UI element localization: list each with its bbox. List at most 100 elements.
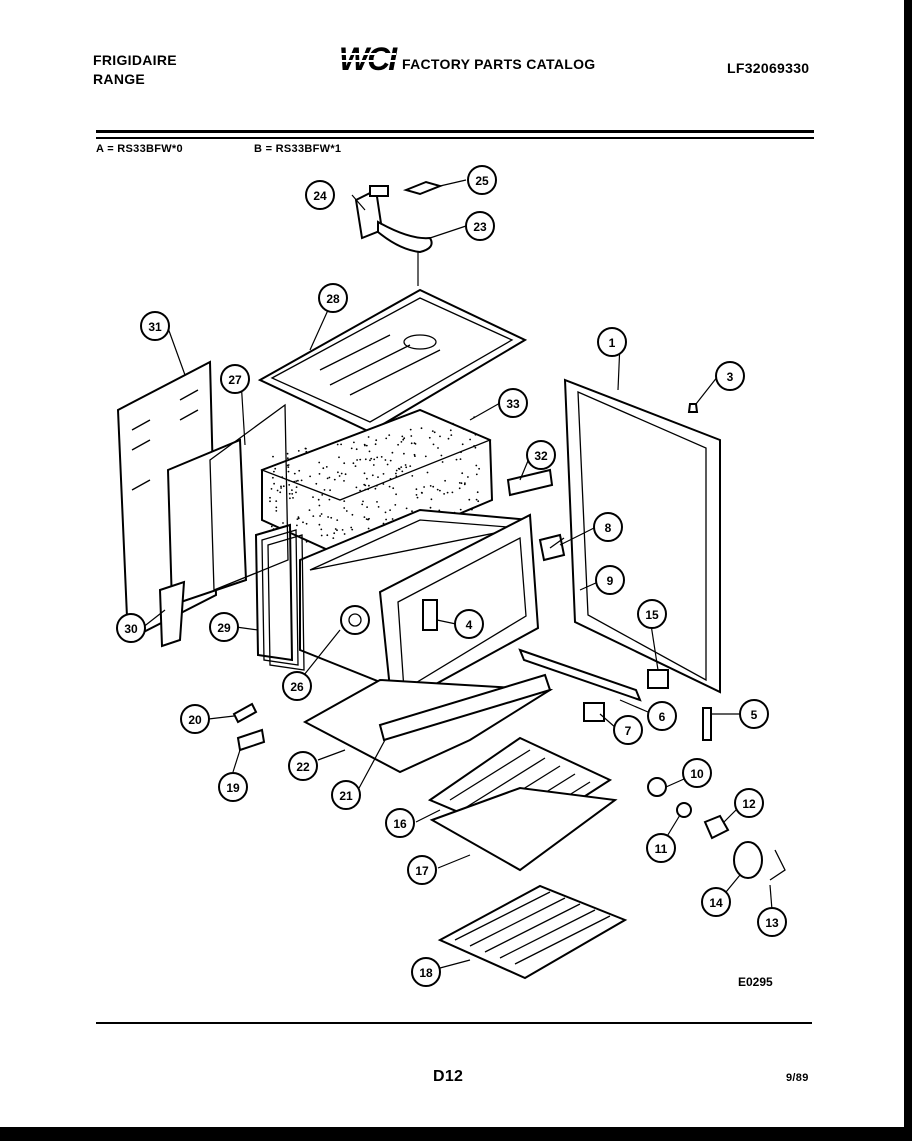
insulation-speck	[385, 437, 388, 440]
insulation-speck	[343, 507, 346, 509]
insulation-speck	[376, 456, 379, 459]
insulation-speck	[318, 473, 321, 475]
wci-logo-text: WCI	[339, 42, 398, 76]
insulation-speck	[395, 493, 397, 496]
insulation-speck	[363, 472, 366, 475]
callout-15: 15	[637, 599, 667, 629]
insulation-speck	[423, 486, 425, 488]
insulation-speck	[459, 508, 462, 511]
insulation-speck	[273, 470, 275, 473]
insulation-speck	[377, 506, 380, 508]
insulation-speck	[430, 498, 433, 501]
exploded-parts-diagram: 1345678910111213141516171819202122232425…	[116, 165, 787, 989]
insulation-speck	[461, 443, 464, 446]
scan-border-bottom	[0, 1127, 912, 1141]
insulation-speck	[319, 515, 321, 517]
insulation-speck	[297, 450, 300, 452]
brand-line2: RANGE	[93, 71, 146, 87]
insulation-speck	[282, 485, 285, 488]
insulation-speck	[282, 522, 284, 524]
brand-line1: FRIGIDAIRE	[93, 52, 177, 68]
callout-24: 24	[305, 180, 335, 210]
insulation-speck	[366, 506, 368, 508]
callout-31: 31	[140, 311, 170, 341]
insulation-speck	[473, 445, 475, 447]
insulation-speck	[415, 488, 418, 491]
insulation-speck	[402, 438, 405, 441]
insulation-speck	[305, 522, 308, 525]
insulation-speck	[359, 489, 361, 492]
callout-circle	[318, 283, 348, 313]
callout-circle	[454, 609, 484, 639]
insulation-speck	[295, 480, 298, 482]
diagram-code: E0295	[738, 975, 773, 989]
insulation-speck	[366, 477, 368, 480]
insulation-speck	[309, 475, 311, 478]
insulation-speck	[367, 436, 370, 438]
insulation-speck	[280, 487, 282, 489]
callout-number: 26	[290, 680, 304, 694]
insulation-speck	[300, 479, 303, 482]
callout-number: 32	[534, 449, 548, 463]
insulation-speck	[275, 506, 278, 509]
callout-circle	[411, 957, 441, 987]
callout-circle	[595, 565, 625, 595]
insulation-speck	[469, 438, 471, 441]
catalog-number: LF32069330	[727, 60, 810, 76]
insulation-speck	[397, 467, 400, 470]
insulation-speck	[321, 494, 324, 496]
insulation-speck	[403, 452, 405, 455]
callout-number: 23	[473, 220, 487, 234]
callout-circle	[739, 699, 769, 729]
insulation-speck	[320, 528, 323, 531]
insulation-speck	[460, 482, 463, 485]
insulation-speck	[359, 458, 362, 461]
callout-10: 10	[682, 758, 712, 788]
callout-number: 20	[188, 713, 202, 727]
insulation-speck	[368, 517, 370, 520]
insulation-speck	[389, 459, 392, 462]
callout-19: 19	[218, 772, 248, 802]
drawer-bottom-part	[302, 673, 554, 774]
insulation-speck	[318, 504, 321, 507]
insulation-speck	[269, 500, 271, 503]
spring-part	[402, 180, 444, 196]
insulation-speck	[270, 488, 273, 490]
insulation-speck	[474, 433, 477, 436]
insulation-speck	[415, 494, 418, 496]
callout-number: 9	[607, 574, 614, 588]
insulation-speck	[467, 476, 469, 478]
insulation-speck	[367, 488, 369, 491]
insulation-speck	[273, 482, 275, 485]
insulation-speck	[364, 458, 367, 461]
insulation-speck	[325, 466, 328, 468]
insulation-speck	[460, 451, 462, 454]
callout-circle	[734, 788, 764, 818]
header-rule-thin	[96, 137, 814, 139]
insulation-speck	[372, 464, 375, 466]
insulation-speck	[338, 456, 340, 459]
insulation-speck	[275, 510, 278, 512]
insulation-speck	[401, 435, 404, 438]
insulation-speck	[439, 435, 441, 438]
callout-number: 19	[226, 781, 240, 795]
insulation-speck	[363, 483, 366, 486]
insulation-speck	[459, 458, 462, 460]
insulation-speck	[286, 452, 289, 455]
insulation-speck	[374, 487, 377, 490]
insulation-speck	[318, 461, 321, 464]
insulation-speck	[432, 485, 435, 488]
insulation-speck	[269, 496, 271, 499]
callout-17: 17	[407, 855, 437, 885]
callout-14: 14	[701, 887, 731, 917]
insulation-speck	[429, 485, 432, 487]
model-b: B = RS33BFW*1	[254, 143, 342, 155]
callout-3: 3	[715, 361, 745, 391]
insulation-speck	[308, 509, 311, 511]
callout-number: 27	[228, 373, 242, 387]
callout-33: 33	[498, 388, 528, 418]
insulation-speck	[368, 484, 370, 487]
callout-number: 22	[296, 760, 310, 774]
callout-number: 5	[751, 708, 758, 722]
